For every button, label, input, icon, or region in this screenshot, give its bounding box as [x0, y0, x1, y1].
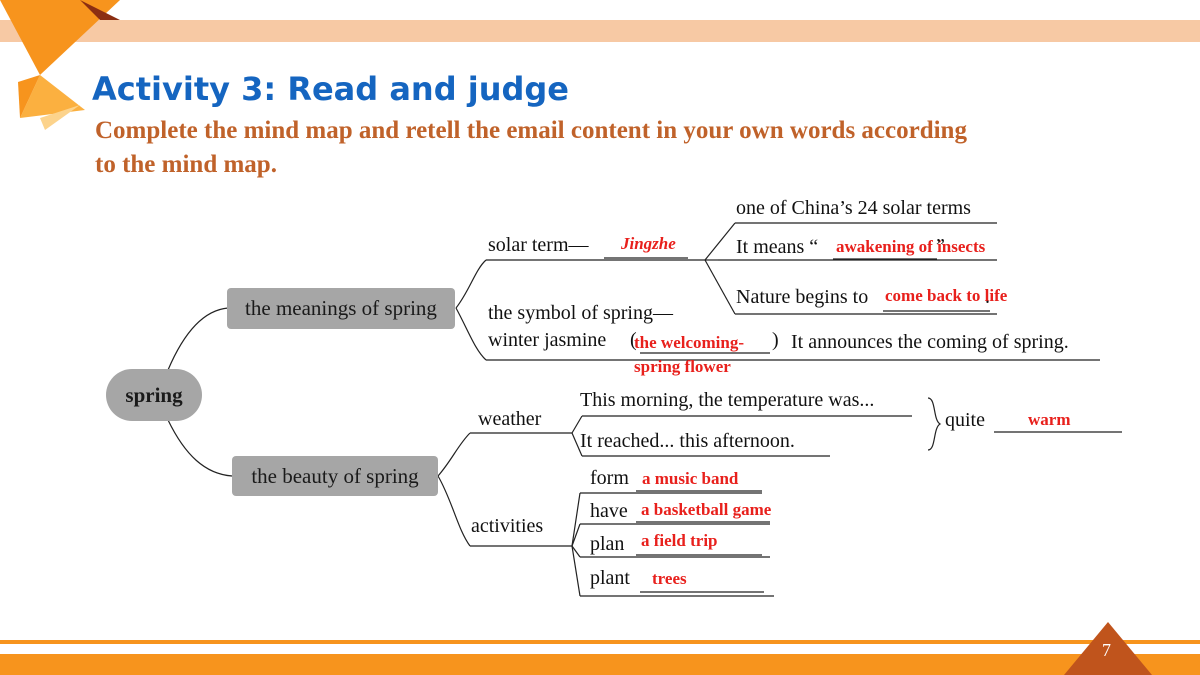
- one-of-24-terms: one of China’s 24 solar terms: [736, 197, 971, 219]
- quite-label: quite: [945, 409, 985, 431]
- weather-label: weather: [478, 408, 542, 430]
- winter-jasmine-label: winter jasmine: [488, 329, 607, 351]
- activities-label: activities: [471, 515, 544, 537]
- morning-temp-text: This morning, the temperature was...: [580, 389, 875, 411]
- mindmap-root-node: spring: [106, 369, 202, 421]
- nature-end: .: [985, 286, 990, 308]
- it-means-label: It means “: [736, 236, 819, 258]
- branch-meanings-node: the meanings of spring: [227, 288, 455, 329]
- nature-label: Nature begins to: [736, 286, 869, 308]
- activity-verb-plant: plant: [590, 567, 630, 589]
- activity-verb-plan: plan: [590, 533, 625, 555]
- nature-answer: come back to life: [885, 286, 1008, 305]
- activity-answer-form: a music band: [642, 469, 739, 488]
- activity-answer-have: a basketball game: [641, 500, 772, 519]
- symbol-label: the symbol of spring—: [488, 302, 673, 324]
- solar-term-label: solar term—: [488, 234, 589, 256]
- slide-title: Activity 3: Read and judge: [92, 70, 569, 108]
- activity-answer-plan: a field trip: [641, 531, 718, 550]
- activity-verb-have: have: [590, 500, 628, 522]
- quite-answer: warm: [1028, 410, 1071, 429]
- solar-term-answer: Jingzhe: [621, 234, 676, 253]
- activity-answer-plant: trees: [652, 569, 687, 588]
- page-number: 7: [1102, 640, 1111, 660]
- jasmine-answer-line2: spring flower: [634, 357, 731, 376]
- branch-beauty-node: the beauty of spring: [232, 456, 438, 496]
- slide-subtitle-line2: to the mind map.: [95, 151, 277, 178]
- jasmine-answer-line1: the welcoming-: [634, 333, 745, 352]
- afternoon-text: It reached... this afternoon.: [580, 430, 795, 452]
- paren-close: ): [772, 329, 779, 351]
- paren-open: (: [630, 329, 637, 351]
- it-means-close-quote: ”: [936, 235, 945, 257]
- announces-text: It announces the coming of spring.: [791, 331, 1069, 353]
- activity-verb-form: form: [590, 467, 629, 489]
- slide-subtitle-line1: Complete the mind map and retell the ema…: [95, 117, 967, 144]
- it-means-answer: awakening of insects: [836, 237, 986, 256]
